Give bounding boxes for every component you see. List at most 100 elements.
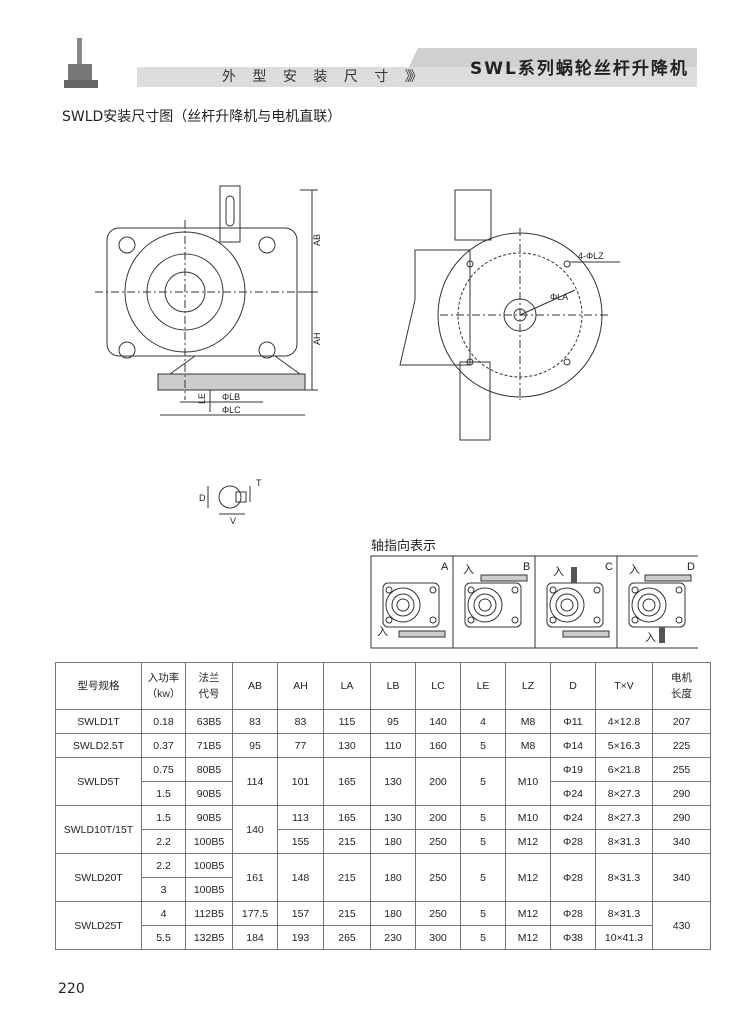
- column-header: D: [550, 662, 596, 710]
- table-cell: 184: [232, 925, 278, 950]
- table-cell: 2.2: [141, 829, 186, 854]
- side-view: [399, 189, 620, 441]
- table-cell: 130: [370, 757, 416, 806]
- installation-drawing: AB AH LE ΦLB ΦLC 4-ΦLZ ΦLA D T V: [95, 185, 620, 526]
- table-cell: 90B5: [185, 781, 233, 806]
- table-cell: 5: [460, 925, 506, 950]
- axis-view-b: B入: [452, 555, 536, 649]
- column-header: LA: [323, 662, 371, 710]
- table-cell: 180: [370, 853, 416, 902]
- table-cell: 157: [277, 901, 324, 926]
- table-cell: SWLD10T/15T: [55, 805, 142, 854]
- table-cell: 207: [652, 709, 711, 734]
- axis-direction-views: A入 B入 C 入 D入入: [370, 555, 698, 649]
- table-cell: 112B5: [185, 901, 233, 926]
- header-band: [137, 67, 697, 87]
- column-header: LZ: [505, 662, 551, 710]
- table-cell: 200: [415, 757, 461, 806]
- input-marker: 入: [553, 566, 564, 578]
- series-title: SWL系列蜗轮丝杆升降机: [470, 59, 689, 79]
- table-cell: 225: [652, 733, 711, 758]
- column-header: 入功率 （kw）: [141, 662, 186, 710]
- table-cell: Φ24: [550, 805, 596, 830]
- table-cell: SWLD20T: [55, 853, 142, 902]
- label-lc: ΦLC: [222, 405, 241, 415]
- label-lz: 4-ΦLZ: [578, 251, 604, 261]
- table-cell: 5: [460, 757, 506, 806]
- table-cell: 1.5: [141, 781, 186, 806]
- table-cell: M12: [505, 829, 551, 854]
- table-cell: 1.5: [141, 805, 186, 830]
- table-cell: Φ14: [550, 733, 596, 758]
- table-cell: 3: [141, 877, 186, 902]
- table-cell: 100B5: [185, 829, 233, 854]
- column-header: LE: [460, 662, 506, 710]
- column-header: LB: [370, 662, 416, 710]
- table-cell: 0.37: [141, 733, 186, 758]
- table-cell: 140: [232, 805, 278, 854]
- table-cell: 8×31.3: [595, 901, 653, 926]
- table-cell: M12: [505, 901, 551, 926]
- view-label-c: C: [605, 561, 613, 573]
- table-cell: 148: [277, 853, 324, 902]
- label-v: V: [230, 516, 236, 526]
- table-cell: 6×21.8: [595, 757, 653, 782]
- chevron-icon: 》》: [404, 69, 423, 85]
- table-cell: 160: [415, 733, 461, 758]
- table-cell: 100B5: [185, 853, 233, 878]
- table-cell: 95: [370, 709, 416, 734]
- table-cell: 71B5: [185, 733, 233, 758]
- table-cell: 265: [323, 925, 371, 950]
- table-cell: 115: [323, 709, 371, 734]
- table-cell: 132B5: [185, 925, 233, 950]
- label-lb: ΦLB: [222, 392, 240, 402]
- axis-view-d: D入入: [616, 555, 698, 649]
- table-cell: 215: [323, 829, 371, 854]
- drawing-subtitle: SWLD安装尺寸图（丝杆升降机与电机直联）: [62, 109, 342, 125]
- table-cell: 165: [323, 805, 371, 830]
- table-cell: SWLD2.5T: [55, 733, 142, 758]
- table-cell: 177.5: [232, 901, 278, 926]
- view-label-d: D: [687, 561, 695, 573]
- table-cell: 430: [652, 901, 711, 950]
- table-cell: 95: [232, 733, 278, 758]
- table-cell: 130: [370, 805, 416, 830]
- table-cell: 83: [277, 709, 324, 734]
- table-cell: 165: [323, 757, 371, 806]
- table-cell: Φ38: [550, 925, 596, 950]
- table-cell: 113: [277, 805, 324, 830]
- column-header: 法兰 代号: [185, 662, 233, 710]
- table-cell: 90B5: [185, 805, 233, 830]
- table-cell: M12: [505, 925, 551, 950]
- column-header: 电机 长度: [652, 662, 711, 710]
- section-label: 外 型 安 装 尺 寸: [222, 69, 395, 85]
- table-cell: Φ24: [550, 781, 596, 806]
- axis-view-a: A入: [370, 555, 454, 649]
- product-thumbnail-icon: [64, 38, 98, 88]
- section-title: 外 型 安 装 尺 寸 》》: [222, 67, 423, 87]
- table-cell: M10: [505, 805, 551, 830]
- table-cell: 5: [460, 829, 506, 854]
- table-cell: 63B5: [185, 709, 233, 734]
- table-cell: 250: [415, 829, 461, 854]
- label-ab: AB: [312, 234, 322, 246]
- table-cell: 110: [370, 733, 416, 758]
- table-cell: Φ19: [550, 757, 596, 782]
- table-cell: 255: [652, 757, 711, 782]
- label-ah: AH: [312, 332, 322, 345]
- table-cell: 4×12.8: [595, 709, 653, 734]
- table-cell: SWLD25T: [55, 901, 142, 950]
- table-cell: 340: [652, 829, 711, 854]
- table-cell: M8: [505, 709, 551, 734]
- table-cell: 230: [370, 925, 416, 950]
- table-cell: 180: [370, 829, 416, 854]
